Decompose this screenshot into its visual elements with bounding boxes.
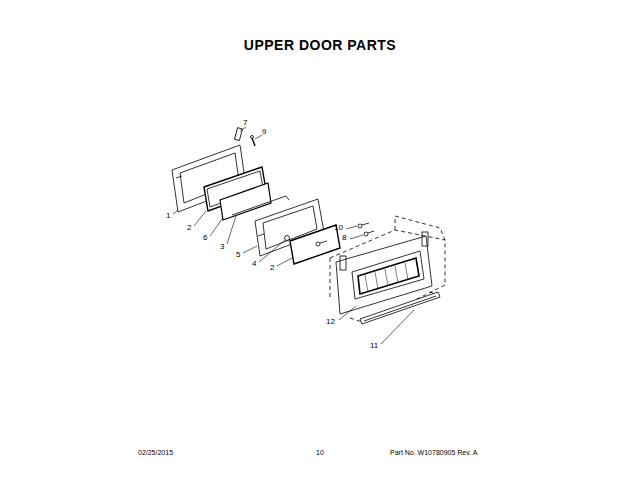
- callout-number: 3: [220, 243, 224, 251]
- callout-number: 12: [326, 318, 335, 326]
- callout-number: 10: [334, 224, 343, 232]
- callout-number: 5: [236, 251, 240, 259]
- callout-number: 1: [166, 212, 170, 220]
- footer-date: 02/25/2015: [138, 449, 173, 456]
- callout-number: 2: [187, 224, 191, 232]
- diagram-title: UPPER DOOR PARTS: [244, 38, 396, 52]
- callout-number: 2: [270, 264, 274, 272]
- callout-number: 11: [370, 342, 378, 350]
- callout-number: 7: [243, 119, 247, 127]
- callout-number: 8: [342, 234, 346, 242]
- callout-number: 6: [203, 234, 207, 242]
- callout-number: 9: [262, 128, 266, 136]
- footer-part-number: Part No. W10780905 Rev. A: [390, 449, 477, 456]
- callout-number: 4: [252, 260, 256, 268]
- footer-page: 10: [316, 449, 324, 456]
